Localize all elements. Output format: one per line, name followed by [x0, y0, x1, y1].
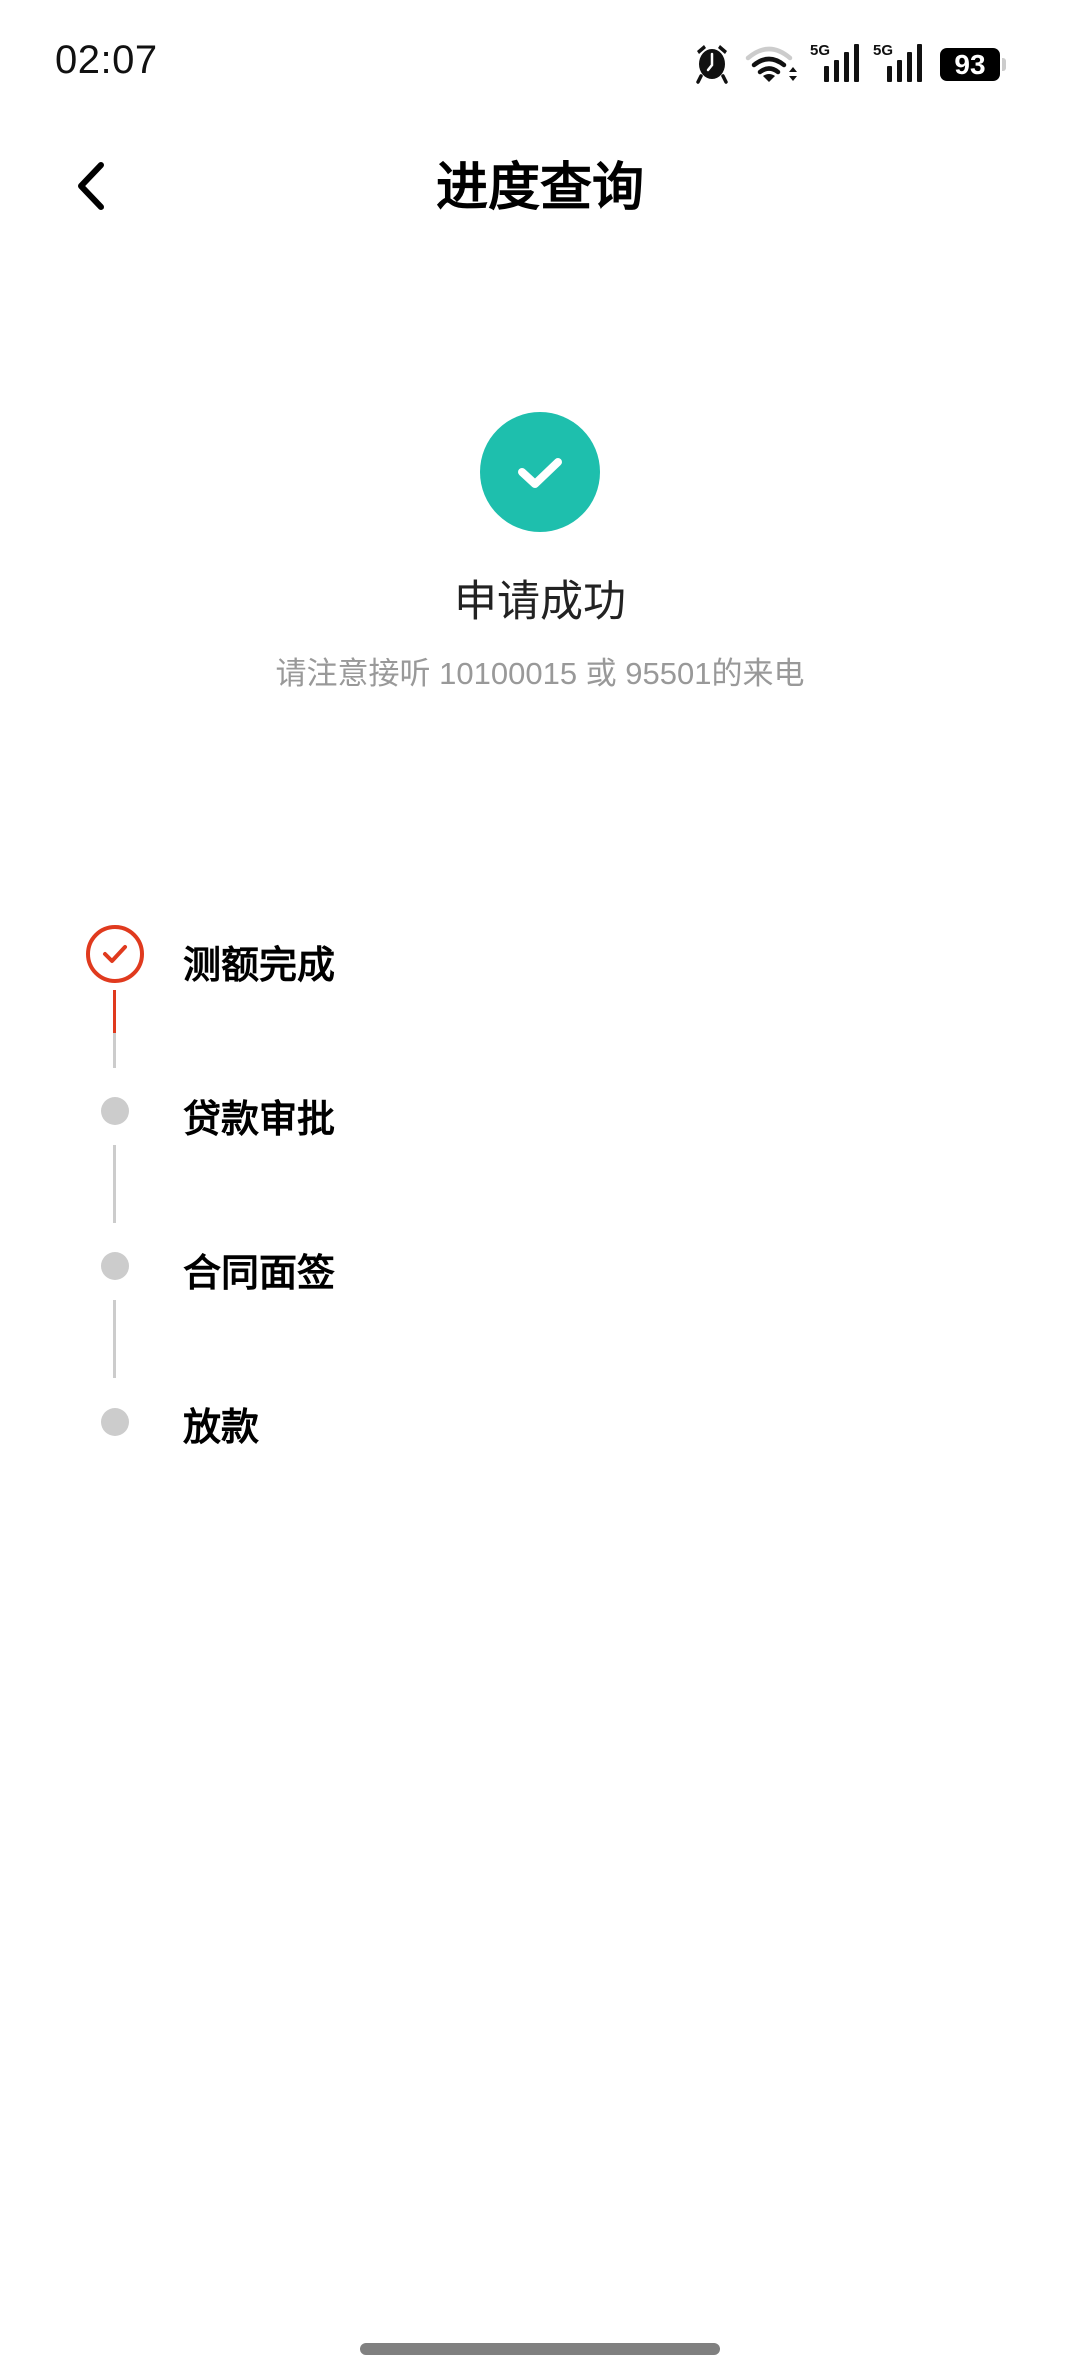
timeline-connector [113, 1300, 116, 1378]
step-label: 放款 [183, 1407, 260, 1449]
step-pending-marker [101, 1252, 129, 1280]
alarm-icon [696, 45, 728, 84]
step-pending-marker [101, 1408, 129, 1436]
signal-5g-icon [824, 44, 859, 82]
success-badge [480, 412, 600, 532]
timeline-connector [113, 1145, 116, 1223]
back-button[interactable] [56, 150, 126, 222]
timeline-connector-active [113, 990, 116, 1033]
step-label: 贷款审批 [183, 1099, 336, 1141]
result-subtitle: 请注意接听 10100015 或 95501的来电 [275, 656, 805, 691]
battery-tip [1002, 58, 1006, 71]
home-indicator[interactable] [360, 2343, 720, 2355]
check-icon [103, 945, 127, 963]
battery-indicator: 93 [940, 48, 1000, 81]
chevron-left-icon [78, 162, 104, 210]
step-label: 测额完成 [183, 945, 336, 987]
signal-5g-icon [887, 44, 922, 82]
timeline-connector [113, 1033, 116, 1068]
status-time: 02:07 [55, 38, 158, 82]
step-pending-marker [101, 1097, 129, 1125]
step-done-marker [86, 925, 144, 983]
network-type-label: 5G [810, 42, 831, 59]
network-type-label: 5G [873, 42, 894, 59]
check-icon [518, 458, 562, 488]
result-title: 申请成功 [454, 578, 626, 626]
step-label: 合同面签 [183, 1253, 336, 1295]
wifi-icon [745, 46, 797, 82]
page-title: 进度查询 [435, 159, 644, 217]
